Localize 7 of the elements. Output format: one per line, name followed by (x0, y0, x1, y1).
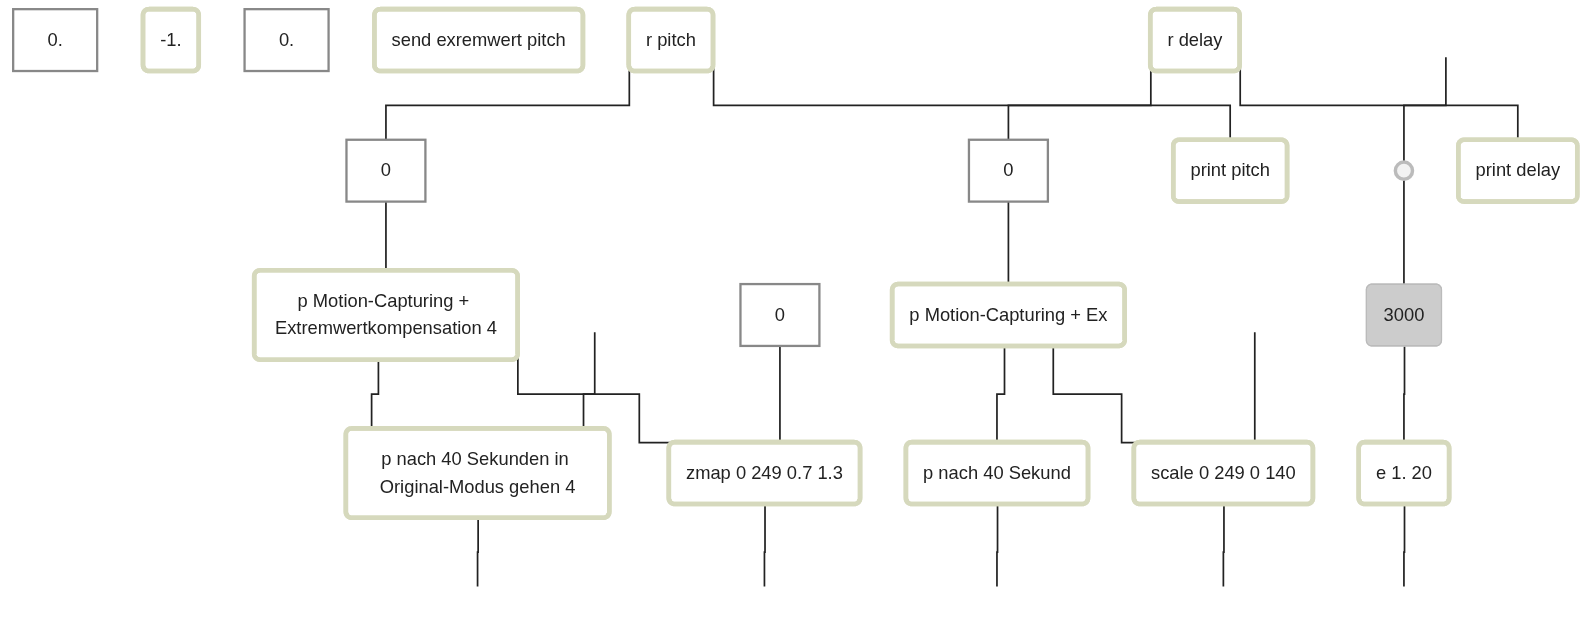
node-box: 0 (967, 138, 1049, 203)
connector (1402, 56, 1447, 163)
node-box: 0 (739, 282, 821, 348)
node-box: 0. (243, 8, 330, 73)
node-box: 0. (11, 8, 99, 73)
node-box: 0 (345, 138, 427, 203)
node-circle (1393, 160, 1415, 181)
